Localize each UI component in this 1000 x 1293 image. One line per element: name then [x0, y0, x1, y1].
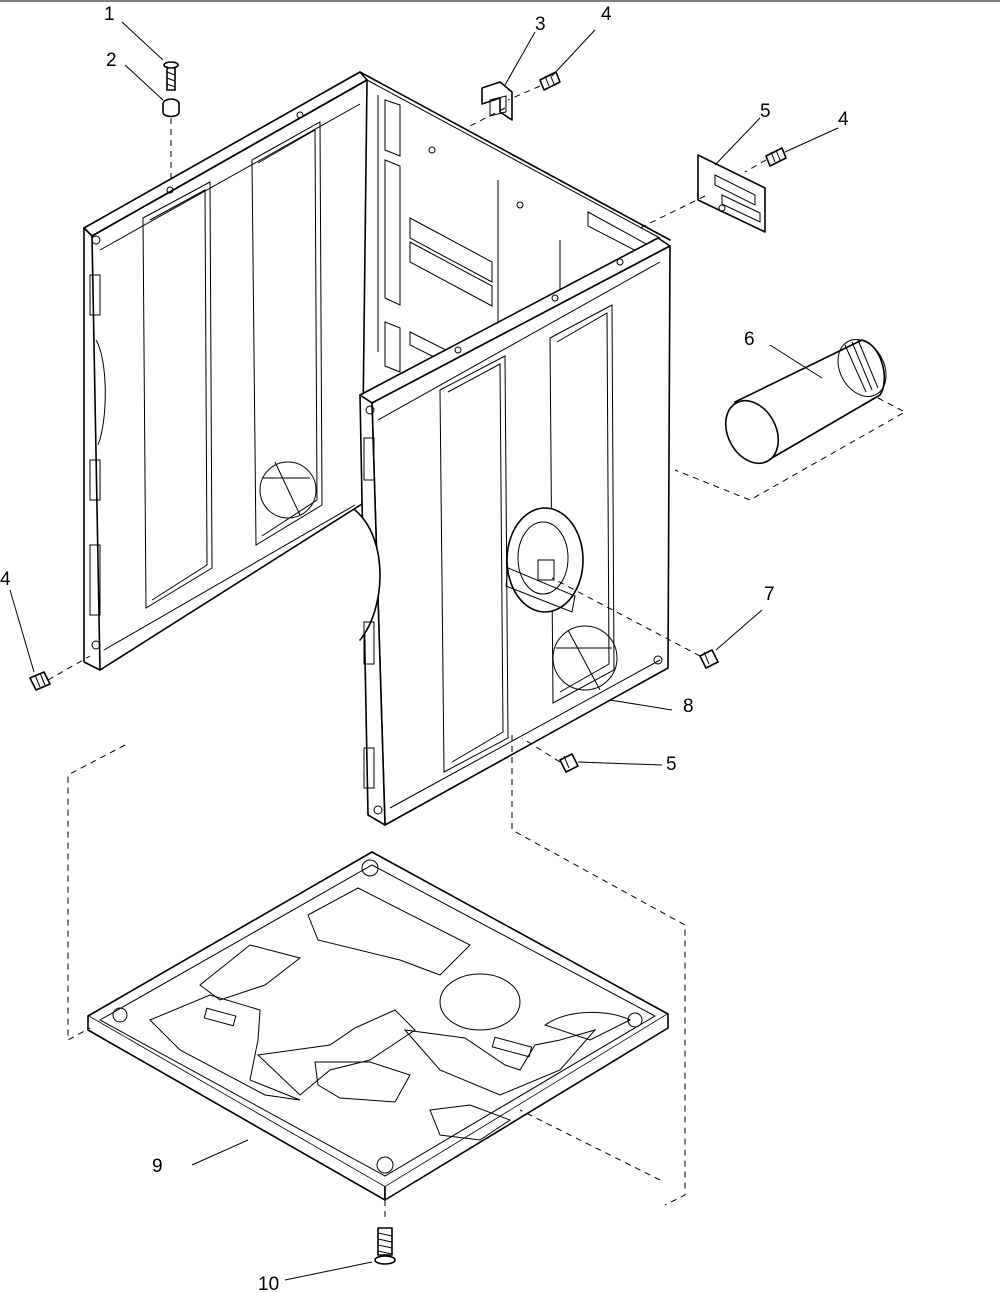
access-plate-part-5	[697, 154, 766, 233]
callout-label-4-top: 4	[601, 4, 612, 25]
screw-part-7	[699, 649, 719, 669]
screw-part-4-top	[539, 71, 561, 91]
callout-label-6: 6	[744, 329, 755, 350]
callout-label-9: 9	[152, 1156, 163, 1177]
screw-part-4-left	[29, 671, 51, 691]
callout-label-2: 2	[106, 50, 117, 71]
exhaust-duct-part-6	[724, 339, 887, 465]
callout-label-8: 8	[683, 696, 694, 717]
callout-label-1: 1	[104, 4, 115, 25]
plug-part-2	[162, 98, 180, 118]
callout-label-4-right: 4	[838, 109, 849, 130]
callout-label-5-bottom: 5	[666, 754, 677, 775]
callout-label-5-top: 5	[760, 101, 771, 122]
callout-label-7: 7	[764, 584, 775, 605]
screw-part-5-bottom	[559, 753, 579, 773]
cabinet-base-part-9	[87, 851, 669, 1201]
bracket-part-3	[481, 81, 513, 121]
screw-part-1	[163, 61, 179, 91]
callout-label-4-left: 4	[0, 569, 11, 590]
exhaust-vent-opening	[505, 507, 584, 613]
cabinet-assembly	[83, 71, 671, 826]
callout-label-3: 3	[535, 14, 546, 35]
screw-part-4-right	[765, 147, 787, 167]
leveling-leg-part-10	[374, 1227, 396, 1265]
callout-label-10: 10	[258, 1274, 279, 1293]
leader-lines	[9, 21, 839, 1281]
